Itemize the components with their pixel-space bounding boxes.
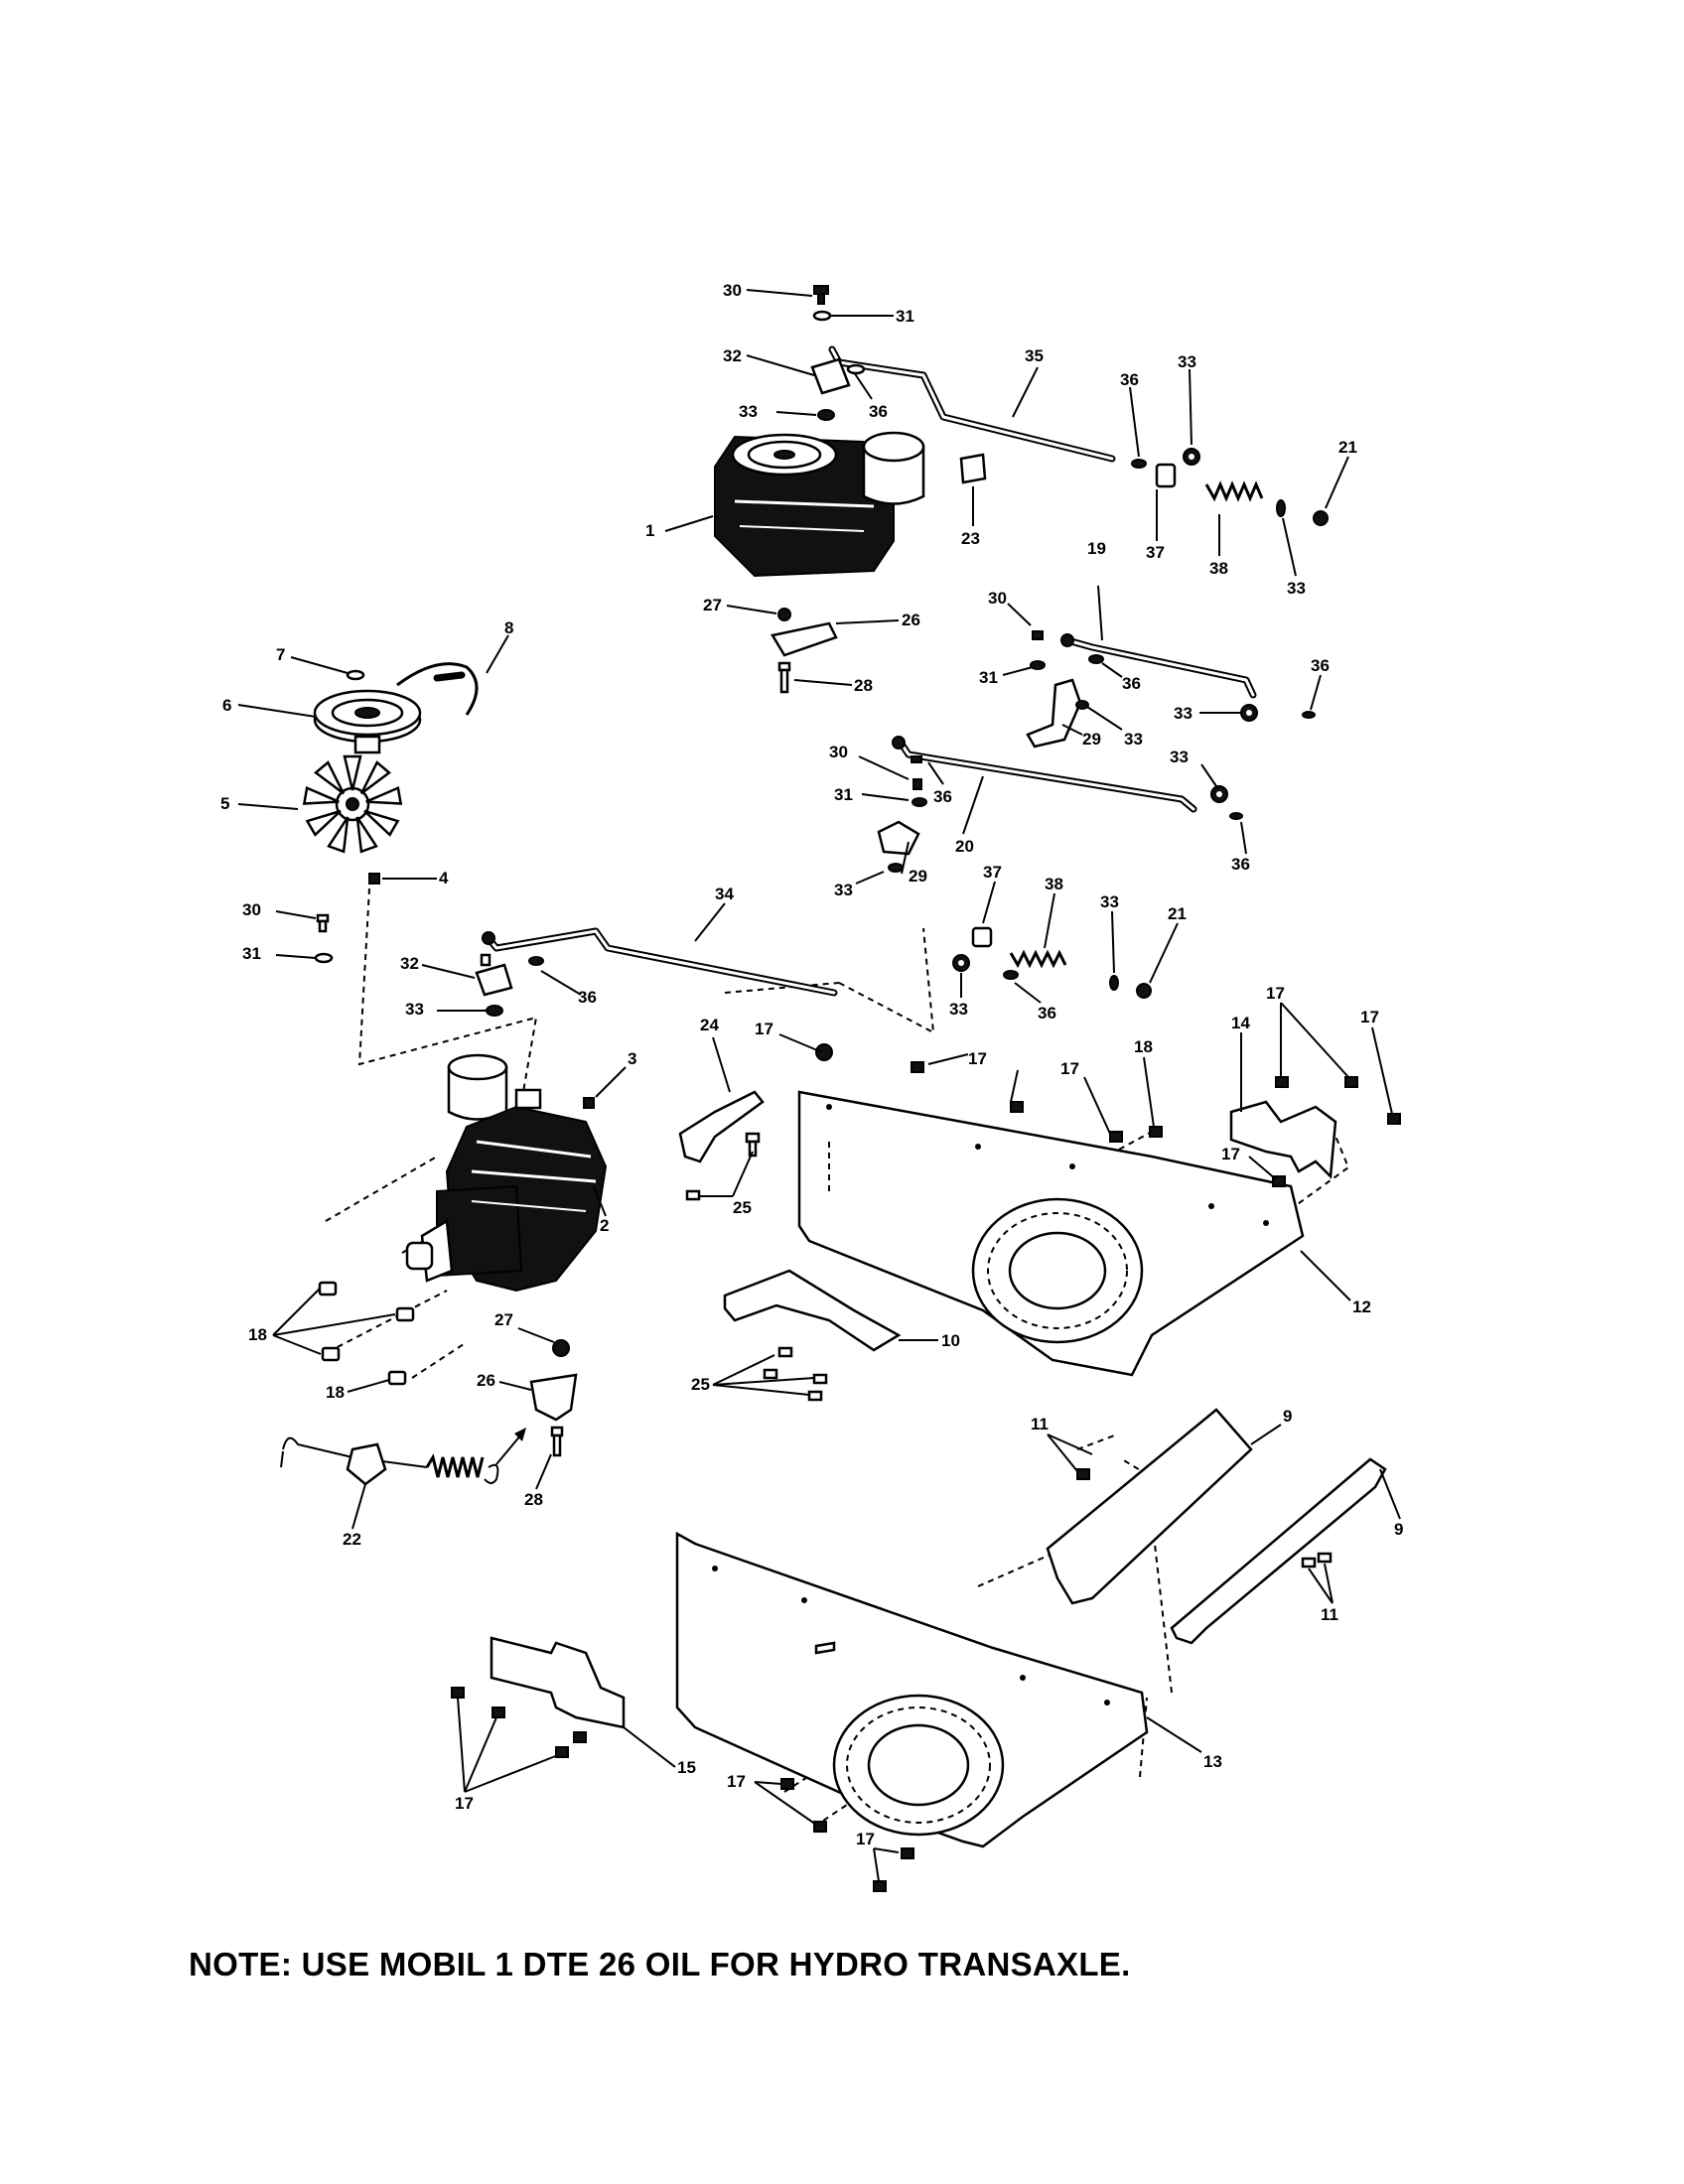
callout-18-a: 18 [248,1325,267,1344]
callout-32-a: 32 [723,346,742,365]
callout-33-b: 33 [1178,352,1196,371]
callout-17-a: 17 [755,1020,773,1038]
callout-9-a: 9 [1283,1407,1292,1426]
callout-33-i: 33 [1100,892,1119,911]
bracket-14 [1229,1100,1337,1179]
callout-14: 14 [1231,1014,1250,1032]
callout-23: 23 [961,529,980,548]
callout-33-a: 33 [739,402,758,421]
callout-33-f: 33 [1170,748,1189,766]
callout-17-g: 17 [455,1794,474,1813]
callout-36-c: 36 [1122,674,1141,693]
callout-18-b: 18 [326,1383,345,1402]
callout-17-f: 17 [1221,1145,1240,1163]
callout-11-b: 11 [1321,1605,1338,1624]
callout-28-a: 28 [854,676,873,695]
callout-12: 12 [1352,1297,1371,1316]
callout-36-f: 36 [1231,855,1250,874]
cable-assembly-22 [280,1339,578,1486]
panel-13 [675,1531,1149,1892]
leader-lines [237,289,1401,1882]
callout-8: 8 [504,618,513,637]
callout-26-b: 26 [477,1371,495,1390]
callout-31-b: 31 [979,668,998,687]
callout-30-d: 30 [242,900,261,919]
callout-18-c: 18 [1134,1037,1153,1056]
callout-24: 24 [700,1016,719,1034]
callout-30-a: 30 [723,281,742,300]
callout-11-a: 11 [1031,1415,1049,1433]
callout-17-d: 17 [1266,984,1285,1003]
callout-17-h: 17 [727,1772,746,1791]
callout-5: 5 [220,794,229,813]
callout-10: 10 [941,1331,960,1350]
transaxle-2 [318,1053,608,1386]
callout-38-b: 38 [1045,875,1063,893]
panel-12 [797,1061,1401,1377]
callout-20: 20 [955,837,974,856]
callout-33-e: 33 [1124,730,1143,749]
callout-19: 19 [1087,539,1106,558]
callout-36-e: 36 [933,787,952,806]
callout-25-a: 25 [733,1198,752,1217]
callout-29-a: 29 [1082,730,1101,749]
callout-31-a: 31 [896,307,914,326]
callout-28-b: 28 [524,1490,543,1509]
callout-21-a: 21 [1338,438,1357,457]
callout-31-c: 31 [834,785,853,804]
callout-35: 35 [1025,346,1044,365]
callout-34: 34 [715,885,734,903]
members-9 [1046,1408,1387,1645]
callout-4: 4 [439,869,449,887]
callout-27-a: 27 [703,596,722,614]
callout-1: 1 [645,521,654,540]
left-pulley-group [302,662,479,964]
callout-36-a: 36 [869,402,888,421]
middle-linkage [877,630,1316,873]
callout-26-a: 26 [902,611,920,629]
callout-36-b: 36 [1120,370,1139,389]
callout-17-i: 17 [856,1830,875,1848]
callout-29-b: 29 [909,867,927,886]
callout-15: 15 [677,1758,696,1777]
callout-9-b: 9 [1394,1520,1403,1539]
callout-33-c: 33 [1287,579,1306,598]
upper-bracket-26 [771,608,838,694]
callout-36-h: 36 [1038,1004,1056,1023]
callout-25-b: 25 [691,1375,710,1394]
callout-37-b: 37 [983,863,1002,882]
callout-33-j: 33 [949,1000,968,1019]
callout-21-b: 21 [1168,904,1187,923]
callout-22: 22 [343,1530,361,1549]
callout-17-e: 17 [1360,1008,1379,1026]
upper-linkage [714,285,1329,578]
callout-30-b: 30 [988,589,1007,608]
callout-33-d: 33 [1174,704,1193,723]
callout-32-b: 32 [400,954,419,973]
callout-7: 7 [276,645,285,664]
callout-33-g: 33 [834,881,853,899]
lower-linkage-34 [475,926,1152,1017]
callout-labels: 30 31 32 33 36 35 36 33 21 1 23 37 38 33… [220,281,1403,1848]
callout-13: 13 [1203,1752,1222,1771]
callout-36-d: 36 [1311,656,1330,675]
bracket-15 [451,1636,626,1758]
callout-36-g: 36 [578,988,597,1007]
callout-37-a: 37 [1146,543,1165,562]
callout-3: 3 [628,1049,636,1068]
brackets-24-10 [678,1043,902,1402]
callout-31-d: 31 [242,944,261,963]
callout-38-a: 38 [1209,559,1228,578]
callout-30-c: 30 [829,743,848,761]
callout-33-h: 33 [405,1000,424,1019]
callout-6: 6 [222,696,231,715]
callout-27-b: 27 [494,1310,513,1329]
callout-17-b: 17 [968,1049,987,1068]
callout-17-c: 17 [1060,1059,1079,1078]
callout-2: 2 [600,1216,609,1235]
oil-note: NOTE: USE MOBIL 1 DTE 26 OIL FOR HYDRO T… [189,1946,1131,1982]
